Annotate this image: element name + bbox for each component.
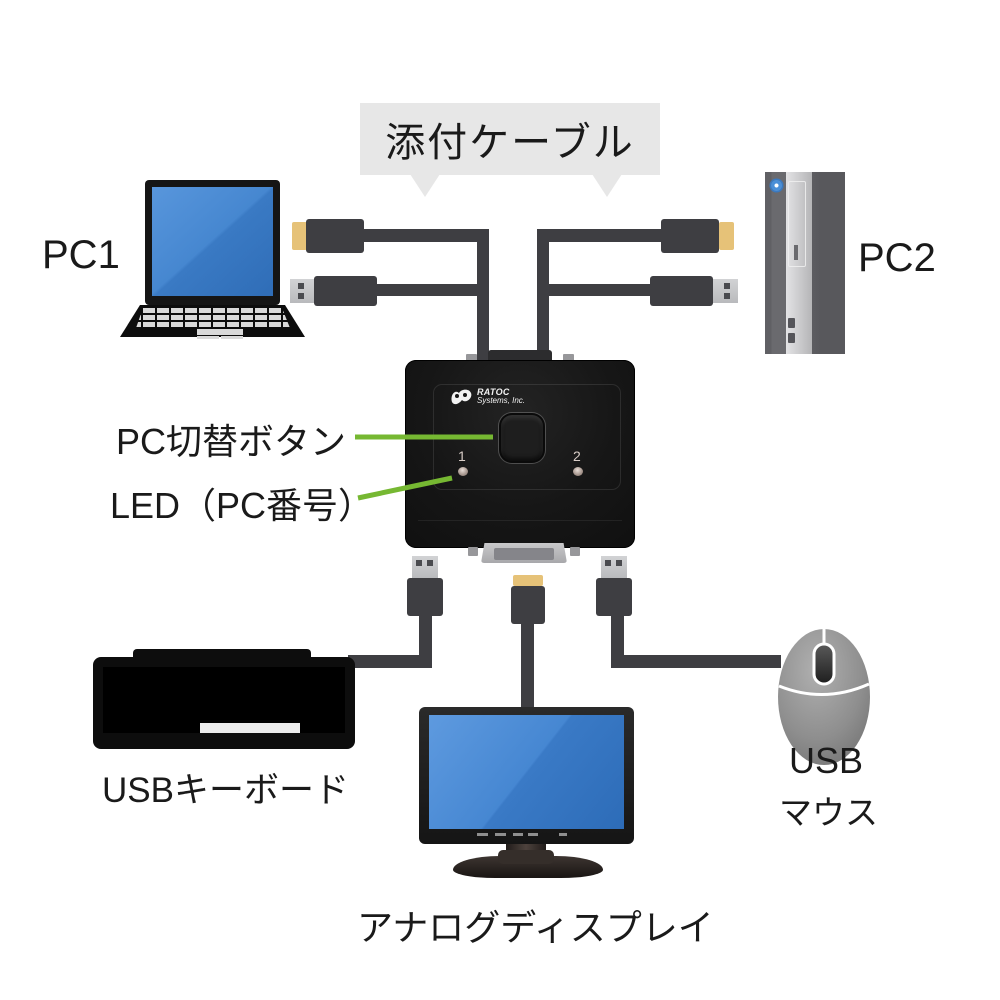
port-screw: [468, 547, 478, 556]
power-button-icon: [771, 180, 782, 191]
keyboard-keys: [103, 667, 345, 733]
monitor-button: [477, 833, 488, 836]
monitor-hub: [498, 850, 554, 864]
monitor-button: [495, 833, 506, 836]
optical-drive-icon: [788, 181, 806, 267]
attached-cable-label: 添付ケーブル: [385, 121, 635, 165]
led-annotation: LED（PC番号）: [110, 485, 375, 526]
usb-connector-body: [407, 578, 443, 616]
usb-port-icon: [788, 333, 795, 343]
mouse-icon: [778, 629, 870, 765]
monitor-button: [513, 833, 523, 836]
ratoc-logo-mark: [451, 389, 472, 405]
port-screw: [466, 354, 477, 363]
usb-connector-body: [650, 276, 713, 306]
keyboard-label: USBキーボード: [102, 771, 349, 810]
vga-connector-body: [511, 586, 545, 624]
mouse-label-line1: USB: [789, 740, 864, 781]
port-screw: [563, 354, 574, 363]
led1-icon: [458, 467, 468, 476]
pc2-usb-cable: [549, 284, 652, 296]
pc2-label: PC2: [858, 236, 936, 280]
pc1-label: PC1: [42, 233, 120, 277]
usb-connector-icon: [601, 556, 627, 578]
usb-connector-body: [596, 578, 632, 616]
monitor-button: [528, 833, 538, 836]
keyboard-cable-vertical: [419, 614, 432, 668]
led2-icon: [573, 467, 583, 476]
drive-eject-slot: [794, 245, 798, 260]
brand-suffix: Systems, Inc.: [477, 396, 526, 405]
speech-bubble-tail-right: [592, 174, 622, 197]
display-cable: [521, 622, 534, 710]
vga-connector-icon: [292, 222, 307, 250]
monitor-button: [559, 833, 567, 836]
speech-bubble-tail-left: [410, 174, 440, 197]
speech-bubble: 添付ケーブル: [360, 103, 660, 175]
scroll-wheel-icon: [812, 642, 836, 686]
usb-connector-icon: [713, 279, 738, 303]
vga-connector-body: [661, 219, 719, 253]
laptop-icon: [120, 180, 305, 339]
monitor-base: [453, 856, 603, 878]
kvm-seam-line: [418, 520, 622, 521]
kvm-switch-icon: RATOC Systems, Inc. 1 2: [405, 360, 635, 548]
kvm-bottom-vga-inner: [494, 548, 554, 560]
keyboard-spacebar: [200, 723, 300, 733]
pc1-vga-cable: [363, 229, 489, 242]
pc2-vga-cable: [549, 229, 662, 242]
vga-connector-icon: [719, 222, 734, 250]
led1-number: 1: [458, 448, 466, 464]
ratoc-logo: RATOC Systems, Inc.: [450, 388, 525, 406]
keyboard-cable: [348, 655, 432, 668]
port-screw: [570, 547, 580, 556]
monitor-screen: [429, 715, 624, 829]
usb-connector-body: [314, 276, 377, 306]
pc1-usb-cable: [376, 284, 489, 296]
display-label: アナログディスプレイ: [357, 907, 714, 948]
mouse-cable: [611, 655, 781, 668]
led2-number: 2: [573, 448, 581, 464]
pc-switch-button[interactable]: [501, 415, 543, 461]
brand-name: RATOC: [477, 387, 510, 397]
keyboard-icon: [93, 657, 355, 749]
mouse-cable-vertical: [611, 614, 624, 668]
monitor-icon: [419, 707, 634, 844]
tower-pc-icon: [765, 172, 845, 354]
pc2-combo-cable: [537, 229, 549, 362]
usb-connector-icon: [412, 556, 438, 578]
vga-connector-icon: [513, 575, 543, 586]
usb-port-icon: [788, 318, 795, 328]
vga-connector-body: [306, 219, 364, 253]
usb-connector-icon: [290, 279, 315, 303]
switch-button-annotation: PC切替ボタン: [116, 421, 347, 462]
kvm-top-port: [488, 350, 552, 363]
mouse-label-line2: マウス: [779, 794, 878, 831]
